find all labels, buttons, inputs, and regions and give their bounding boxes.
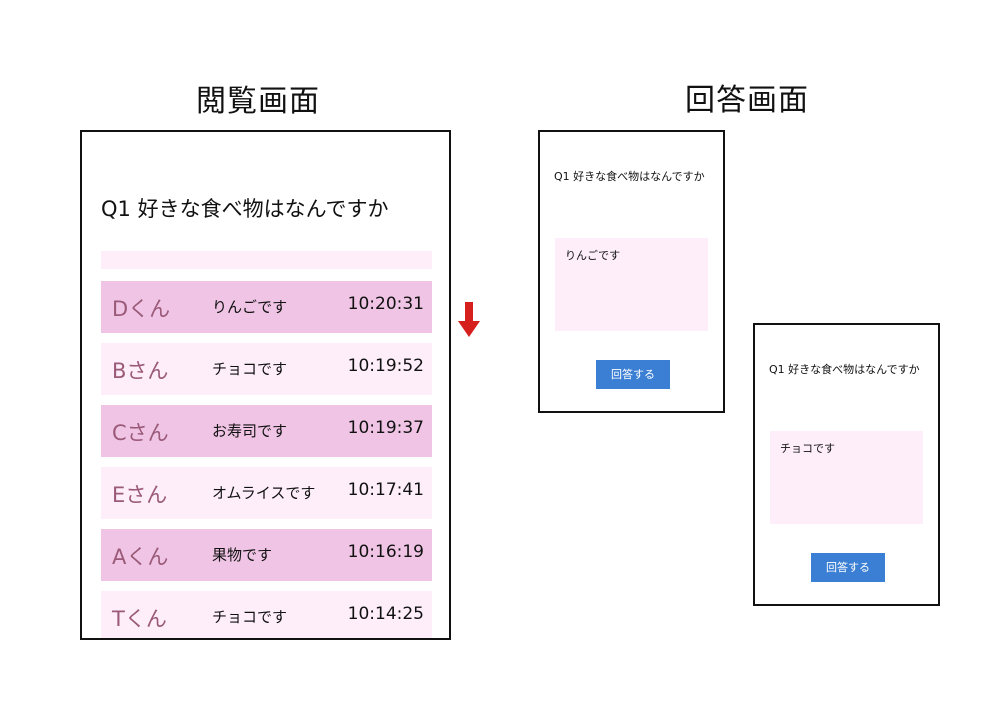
response-answer: りんごです [212, 298, 288, 316]
view-screen-heading: 閲覧画面 [196, 84, 320, 119]
answer-input[interactable]: りんごです [555, 238, 708, 331]
response-name: Cさん [112, 421, 169, 445]
response-name: Dくん [112, 297, 171, 321]
answer-screen-frame-2: Q1 好きな食べ物はなんですか チョコです 回答する [753, 323, 940, 606]
submit-answer-button[interactable]: 回答する [811, 553, 885, 582]
response-row: Tくん チョコです 10:14:25 [101, 591, 432, 638]
answer-screen-frame-1: Q1 好きな食べ物はなんですか りんごです 回答する [538, 130, 725, 413]
view-screen-frame: Q1 好きな食べ物はなんですか Dくん りんごです 10:20:31 Bさん チ… [80, 130, 451, 640]
response-row: Dくん りんごです 10:20:31 [101, 281, 432, 333]
response-name: Aくん [112, 545, 169, 569]
response-time: 10:19:37 [347, 418, 424, 438]
response-time: 10:14:25 [347, 604, 424, 624]
response-row: Bさん チョコです 10:19:52 [101, 343, 432, 395]
response-list-top-strip [101, 251, 432, 269]
response-answer: 果物です [212, 546, 273, 564]
answer-input-text: チョコです [780, 442, 835, 455]
answer-question-title: Q1 好きな食べ物はなんですか [554, 170, 705, 183]
response-time: 10:17:41 [347, 480, 424, 500]
response-answer: オムライスです [212, 484, 316, 502]
answer-screen-heading: 回答画面 [685, 83, 809, 118]
response-name: Eさん [112, 483, 168, 507]
response-answer: チョコです [212, 608, 288, 626]
response-answer: チョコです [212, 360, 288, 378]
response-time: 10:20:31 [347, 294, 424, 314]
response-name: Tくん [112, 607, 167, 631]
submit-answer-button[interactable]: 回答する [596, 360, 670, 389]
response-answer: お寿司です [212, 422, 288, 440]
answer-input[interactable]: チョコです [770, 431, 923, 524]
answer-question-title: Q1 好きな食べ物はなんですか [769, 363, 920, 376]
response-time: 10:16:19 [347, 542, 424, 562]
view-question-title: Q1 好きな食べ物はなんですか [101, 197, 389, 221]
response-row: Aくん 果物です 10:16:19 [101, 529, 432, 581]
response-name: Bさん [112, 359, 169, 383]
response-row: Eさん オムライスです 10:17:41 [101, 467, 432, 519]
response-time: 10:19:52 [347, 356, 424, 376]
down-arrow-icon [458, 302, 480, 337]
response-row: Cさん お寿司です 10:19:37 [101, 405, 432, 457]
answer-input-text: りんごです [565, 249, 621, 262]
